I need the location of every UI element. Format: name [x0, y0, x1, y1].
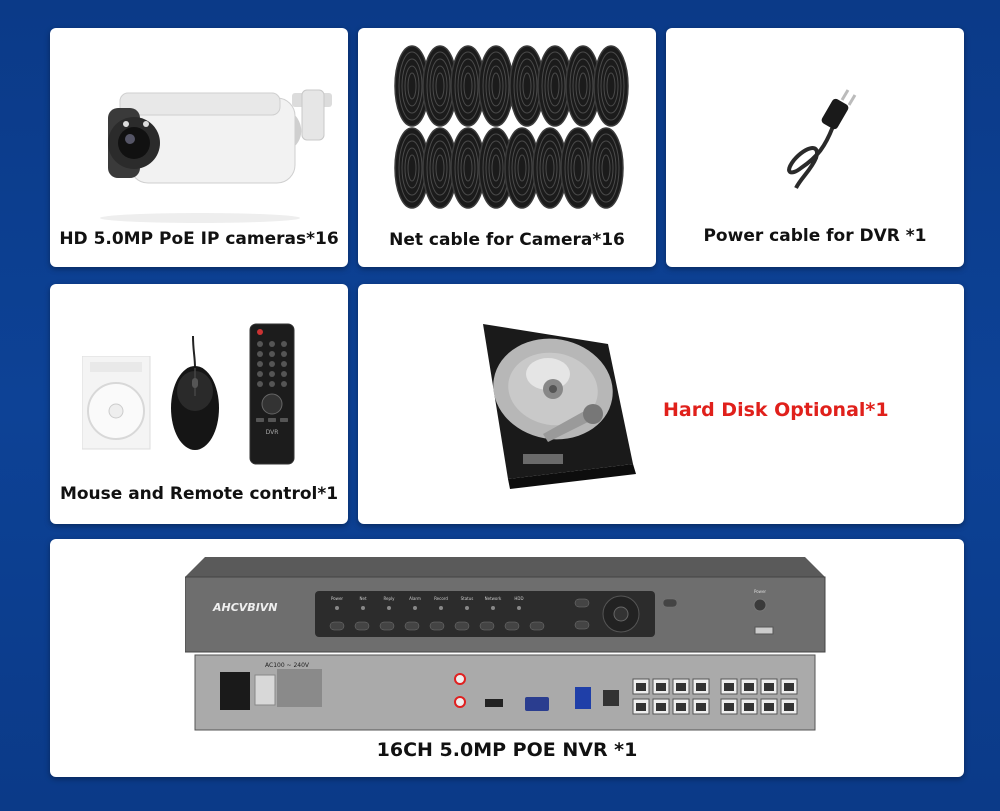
- nvr-power-text: Power: [754, 589, 766, 594]
- power-cable-image: [787, 89, 857, 189]
- card-hard-disk: Hard Disk Optional*1: [358, 284, 964, 524]
- nvr-front-label: Alarm: [409, 596, 421, 601]
- nvr-brand-text: AHCVBIVN: [212, 601, 278, 614]
- remote-brand-text: DVR: [266, 429, 279, 436]
- bullet-camera-image: [100, 89, 332, 223]
- card-power-cable: Power cable for DVR *1: [666, 28, 964, 267]
- net-cable-label: Net cable for Camera*16: [389, 230, 625, 250]
- hard-disk-label: Hard Disk Optional*1: [663, 399, 889, 421]
- cd-disc-image: [82, 356, 151, 450]
- hard-disk-image: [483, 324, 636, 489]
- nvr-front-label: Record: [434, 596, 448, 601]
- nvr-front-label: Net: [359, 596, 366, 601]
- nvr-front-label: Status: [461, 596, 474, 601]
- nvr-front-label: Power: [331, 596, 343, 601]
- remote-control-image: DVR: [249, 323, 295, 465]
- net-cable-image: [394, 45, 629, 209]
- nvr-power-rating: AC100 ~ 240V: [265, 662, 310, 669]
- nvr-front-label: Reply: [383, 596, 395, 601]
- card-net-cable: Net cable for Camera*16: [358, 28, 656, 267]
- mouse-image: [171, 336, 219, 450]
- power-cable-label: Power cable for DVR *1: [703, 226, 927, 246]
- card-cameras: HD 5.0MP PoE IP cameras*16: [50, 28, 348, 267]
- cameras-label: HD 5.0MP PoE IP cameras*16: [59, 229, 339, 249]
- mouse-remote-label: Mouse and Remote control*1: [59, 484, 339, 504]
- nvr-label: 16CH 5.0MP POE NVR *1: [376, 739, 638, 761]
- nvr-front-label: Network: [485, 596, 502, 601]
- nvr-front-label: HDD: [514, 596, 523, 601]
- card-mouse-remote: DVR Mouse and Remote control*1: [50, 284, 348, 524]
